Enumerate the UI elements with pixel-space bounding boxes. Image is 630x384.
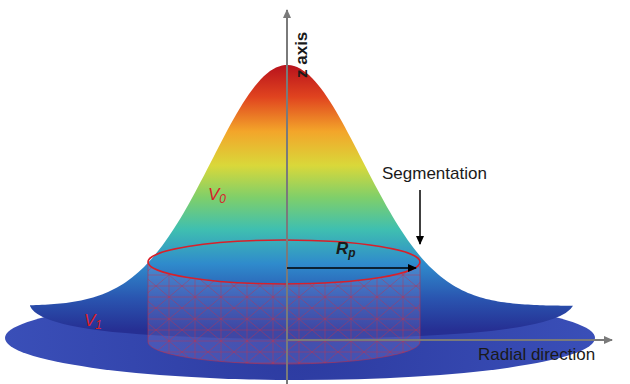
z-axis-line	[286, 10, 288, 384]
segmentation-arrow	[419, 190, 421, 244]
axis-label: Radial direction	[478, 346, 595, 363]
region-label: V0	[208, 186, 226, 206]
callout-label: Segmentation	[382, 165, 487, 182]
cylinder-mesh	[140, 230, 430, 370]
radius-arrow	[287, 267, 416, 269]
radial-axis-line	[287, 339, 612, 341]
axis-label: z axis	[293, 32, 310, 78]
dimension-label: Rp	[336, 240, 356, 260]
segmentation-ring	[148, 240, 420, 284]
region-label: V1	[84, 312, 102, 332]
